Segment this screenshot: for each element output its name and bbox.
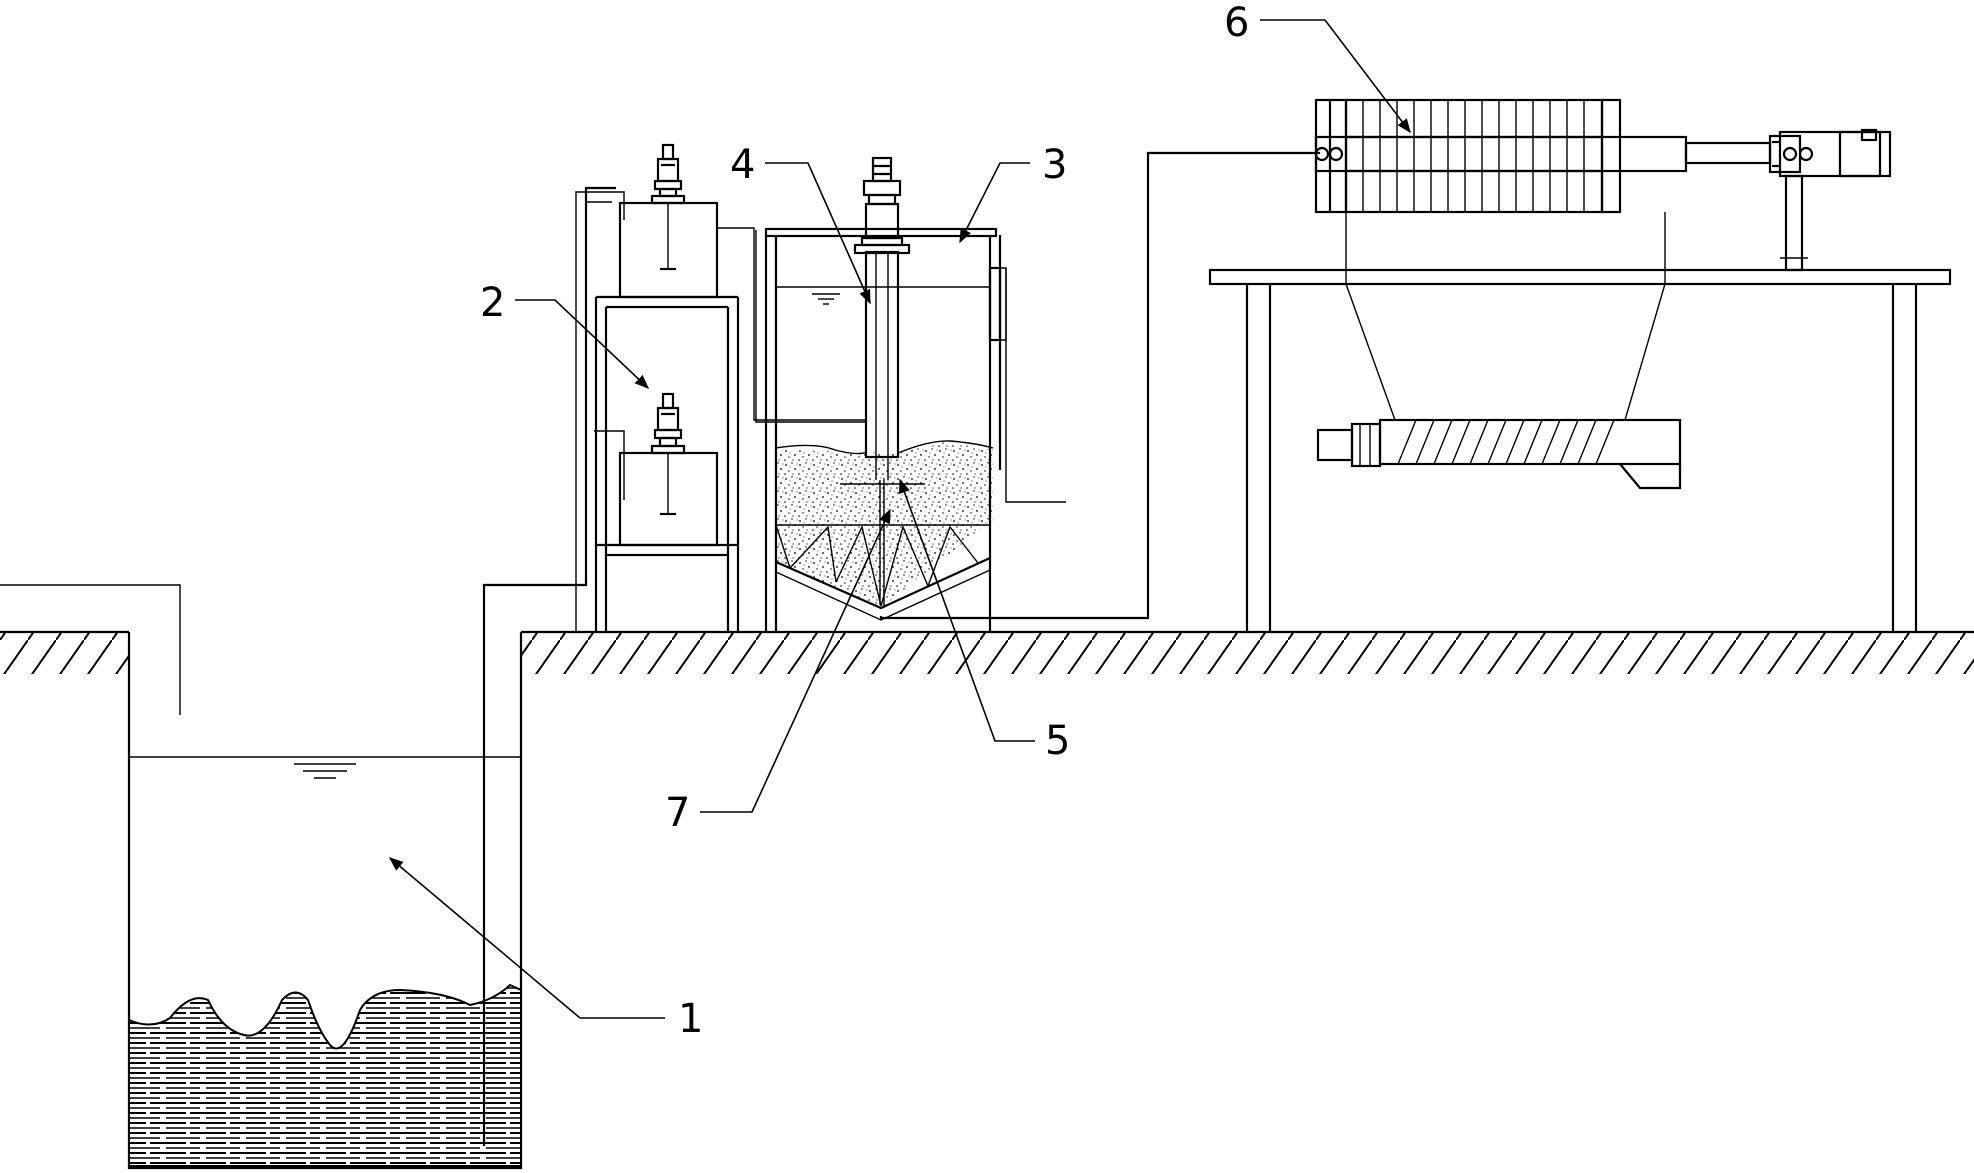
- leader-5: [899, 478, 1035, 742]
- suction-pipe: [482, 186, 616, 1146]
- press-plate-pack: [1344, 98, 1604, 214]
- press-table-top: [1208, 268, 1952, 286]
- leader-3: [959, 162, 1030, 244]
- label-4: 4: [730, 142, 755, 188]
- ground-hatch-right: [520, 632, 1974, 674]
- sludge-transfer-pipe: [879, 151, 1320, 620]
- dosing-unit: [575, 143, 866, 633]
- leader-lines: [388, 19, 1411, 1019]
- ground-hatch-left: [0, 632, 130, 674]
- leader-6: [1260, 19, 1411, 134]
- screw-conveyor: [1316, 418, 1682, 490]
- filter-press: [1208, 98, 1952, 632]
- label-1: 1: [678, 996, 703, 1042]
- label-3: 3: [1042, 142, 1067, 188]
- pit-sediment: [128, 983, 522, 1167]
- lower-mixer-motor: [650, 392, 686, 455]
- press-beam: [1314, 135, 1688, 173]
- dosing-pipe-link: [585, 201, 612, 433]
- settling-tank: [755, 227, 1066, 632]
- water-level-symbol: [294, 763, 356, 779]
- central-stirrer: [840, 156, 925, 605]
- ground: [0, 630, 1974, 674]
- dosing-feed-line: [717, 227, 866, 421]
- tank-water-level-symbol: [812, 293, 840, 305]
- upper-mixer-motor: [650, 143, 686, 205]
- leader-2: [515, 299, 650, 389]
- label-2: 2: [480, 280, 505, 326]
- tank-rim: [764, 227, 998, 238]
- label-7: 7: [665, 790, 690, 836]
- label-5: 5: [1045, 718, 1070, 764]
- leader-1: [388, 857, 665, 1019]
- reference-labels: 1 2 3 4 5 6 7: [480, 0, 1249, 1042]
- collection-pit: [0, 186, 616, 1170]
- dosing-pipe-lower: [594, 430, 625, 500]
- inlet-pipe: [0, 584, 181, 715]
- dosing-pipe-upper: [575, 191, 625, 633]
- label-6: 6: [1224, 0, 1249, 46]
- leader-4: [765, 162, 871, 305]
- leader-7: [700, 508, 891, 813]
- overflow-outlet: [1005, 268, 1066, 503]
